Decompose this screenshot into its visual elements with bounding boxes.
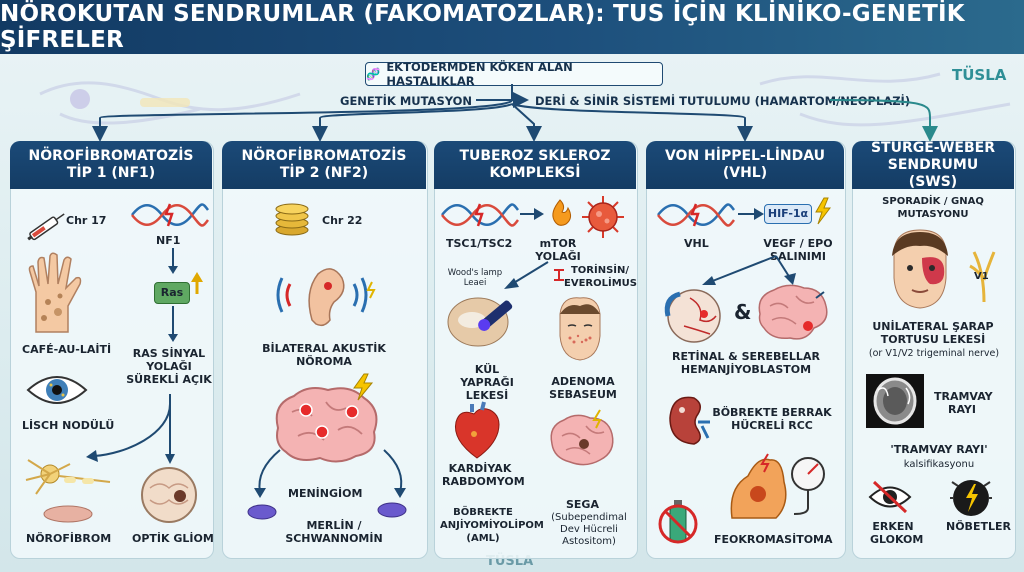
root-box: 🧬 EKTODERMDEN KÖKEN ALAN HASTALIKLAR	[365, 60, 663, 88]
cafe-au-lait-label: CAFÉ-AU-LAİTİ	[22, 343, 112, 356]
tsc-title: TUBEROZ SKLEROZ KOMPLEKSİ	[459, 148, 611, 181]
nf1-header: NÖROFİBROMATOZİS TİP 1 (NF1)	[10, 141, 212, 189]
cardiac-rhabdomyoma-label: KARDİYAK RABDOMYOM	[442, 462, 525, 488]
vegf-label: VEGF / EPO SALINIMI	[763, 237, 833, 263]
flow-label-genetic: GENETİK MUTASYON	[340, 94, 473, 108]
early-glaucoma-label: ERKEN GLOKOM	[870, 520, 924, 546]
ras-badge: Ras	[154, 282, 190, 304]
brain-sega-icon	[550, 409, 614, 466]
arrow-down-icon	[168, 248, 178, 274]
heart-icon	[454, 401, 500, 459]
v1-label: V1	[974, 271, 989, 282]
arrow-right-icon	[520, 208, 544, 220]
no-oxygen-icon	[658, 500, 698, 544]
inhibit-icon	[554, 269, 564, 281]
virus-cell-icon	[582, 196, 624, 238]
ras-pathway-label: RAS SİNYAL YOLAĞI SÜREKLİ AÇIK	[126, 347, 212, 386]
trigeminal-nerve-icon	[969, 251, 996, 303]
acoustic-neuroma-label: BİLATERAL AKUSTİK NÖROMA	[262, 342, 386, 368]
fire-icon	[552, 199, 572, 226]
vhl-title: VON HİPPEL-LİNDAU (VHL)	[664, 148, 826, 181]
optic-glioma-label: OPTİK GLİOM	[132, 532, 214, 545]
merlin-label: MERLİN / SCHWANNOMİN	[285, 519, 383, 545]
nf1-chr: Chr 17	[66, 214, 107, 227]
lisch-nodule-label: LİSCH NODÜLÜ	[22, 419, 115, 432]
seizure-head-icon	[950, 480, 992, 516]
gnaq-mutation-label: SPORADİK / GNAQ MUTASYONU	[882, 196, 984, 220]
meningioma-label: MENİNGİOM	[288, 487, 363, 500]
tree-connectors	[92, 84, 938, 142]
root-label: EKTODERMDEN KÖKEN ALAN HASTALIKLAR	[386, 60, 573, 88]
ct-scan-icon	[866, 374, 924, 428]
ear-icon	[276, 268, 376, 327]
hemangioblastoma-label: RETİNAL & SEREBELLAR HEMANJİYOBLASTOM	[672, 350, 820, 376]
adrenal-gauge-icon	[730, 453, 825, 519]
tsc-header: TUBEROZ SKLEROZ KOMPLEKSİ	[434, 141, 636, 189]
arrows-split	[702, 255, 796, 285]
hif-badge: HIF-1α	[764, 204, 812, 224]
dna-mutation-icon	[441, 203, 519, 227]
face-adenoma-icon	[559, 297, 601, 361]
syringe-icon	[27, 213, 65, 241]
neurofibroma-icon	[25, 459, 111, 523]
port-wine-stain-label: UNİLATERAL ŞARAP TORTUSU LEKESİ	[872, 320, 994, 346]
arrows-curved	[247, 449, 407, 520]
seizures-label: NÖBETLER	[946, 520, 1011, 533]
arrow-right-icon	[738, 208, 764, 220]
arrow-up-icon	[191, 272, 203, 294]
clear-cell-rcc-label: BÖBREKTE BERRAK HÜCRELİ RCC	[712, 406, 832, 432]
mtor-label: mTOR YOLAĞI	[535, 237, 581, 263]
title-bar: NÖROKUTAN SENDRUMLAR (FAKOMATOZLAR): TUS…	[0, 0, 1024, 54]
kidney-aml-label: BÖBREKTE ANJİYOMİYOLİPOM (AML)	[440, 507, 544, 544]
and-symbol: &	[734, 300, 752, 324]
page-title: NÖROKUTAN SENDRUMLAR (FAKOMATOZLAR): TUS…	[0, 1, 965, 53]
coin-stack-icon	[275, 203, 309, 236]
tram-calcification-label: 'TRAMVAY RAYI'	[890, 443, 988, 456]
sega-label: SEGA	[566, 498, 599, 511]
adenoma-sebaceum-label: ADENOMA SEBASEUM	[549, 375, 617, 401]
flow-label-involvement: DERİ & SİNİR SİSTEMİ TUTULUMU (HAMARTOM/…	[535, 94, 911, 108]
woods-lamp-label: Wood's lamp Leaei	[447, 268, 503, 288]
brand-logo-top: TÜSLA	[952, 66, 1007, 84]
sws-title: STURGE-WEBER SENDRUMU (SWS)	[870, 139, 996, 190]
child-face-icon	[892, 229, 948, 309]
ash-leaf-label: KÜL YAPRAĞI LEKESİ	[460, 363, 514, 402]
nf2-title: NÖROFİBROMATOZİS TİP 2 (NF2)	[241, 148, 407, 181]
nf2-chr: Chr 22	[322, 214, 363, 227]
lightning-icon	[353, 373, 374, 401]
brain-cerebellum-icon	[758, 284, 828, 340]
port-wine-stain-subtitle: (or V1/V2 trigeminal nerve)	[868, 348, 1000, 359]
vhl-header: VON HİPPEL-LİNDAU (VHL)	[646, 141, 844, 189]
dna-mutation-icon	[131, 203, 209, 227]
nf1-title: NÖROFİBROMATOZİS TİP 1 (NF1)	[28, 148, 194, 181]
eyeball-icon	[664, 289, 721, 343]
nf1-gene: NF1	[156, 234, 181, 247]
lightning-icon	[815, 197, 831, 225]
tram-calcification-subtitle: kalsifikasyonu	[903, 459, 975, 470]
arrow-diagonal	[504, 261, 549, 289]
nf2-header: NÖROFİBROMATOZİS TİP 2 (NF2)	[222, 141, 426, 189]
eye-icon	[26, 376, 88, 404]
sega-subtitle: (Subependimal Dev Hücreli Astositom)	[551, 512, 627, 547]
brain-mri-icon	[141, 467, 197, 523]
branch-arrows	[86, 394, 175, 464]
tsc-genes-label: TSC1/TSC2	[446, 237, 513, 250]
kidney-icon	[669, 396, 710, 445]
ash-leaf-skin-icon	[447, 297, 513, 347]
everolimus-label: TORİNSİN/ EVEROLİMUS	[564, 265, 637, 289]
sws-header: STURGE-WEBER SENDRUMU (SWS)	[852, 139, 1014, 190]
pheochromocytoma-label: FEOKROMASİTOMA	[714, 533, 833, 546]
neurofibroma-label: NÖROFİBROM	[26, 532, 112, 545]
crossed-eye-icon	[868, 480, 912, 514]
hand-skin-icon	[28, 252, 82, 333]
arrow-down-icon	[168, 306, 178, 342]
dna-icon: 🧬	[366, 67, 381, 81]
tram-track-label: TRAMVAY RAYI	[934, 390, 993, 416]
vhl-gene-label: VHL	[684, 237, 709, 250]
dna-mutation-icon	[657, 203, 735, 227]
brain-icon	[275, 387, 378, 463]
